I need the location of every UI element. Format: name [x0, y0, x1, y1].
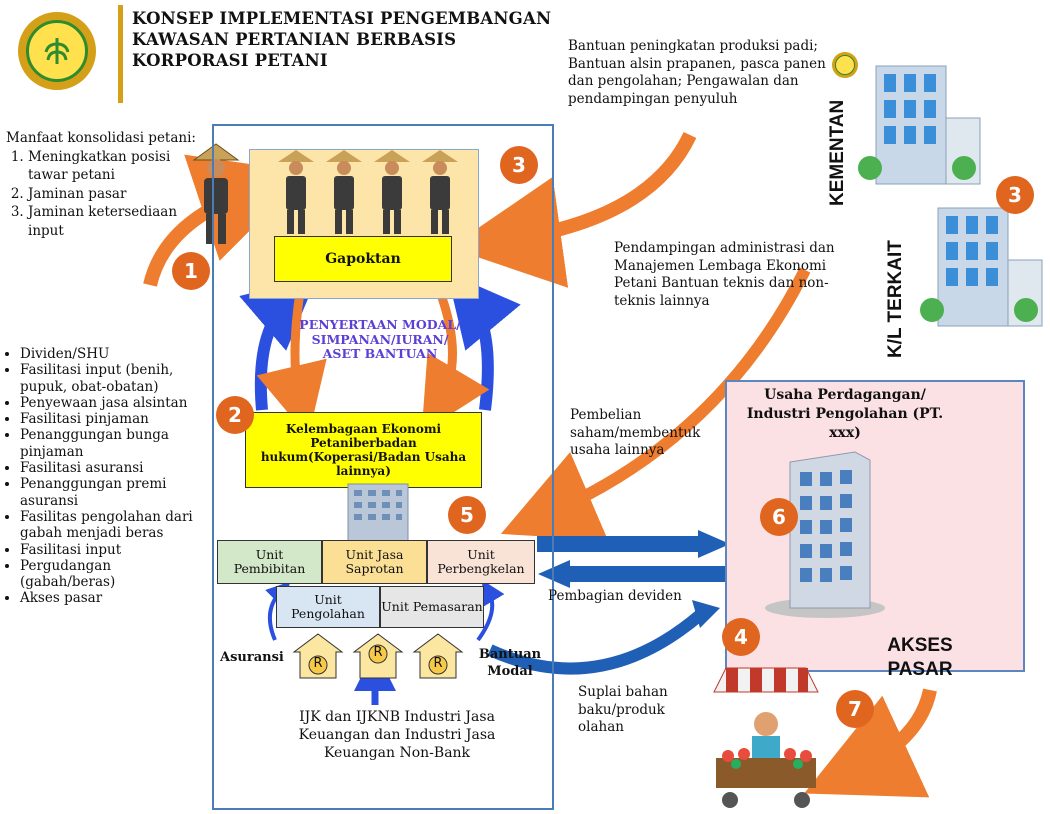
- asuransi-label: Asuransi: [220, 650, 284, 665]
- bantuan-modal-label: Bantuan Modal: [478, 647, 542, 679]
- kl-building-icon: [920, 207, 1043, 327]
- manfaat-heading: Manfaat konsolidasi petani:: [6, 130, 196, 146]
- step-badge-5: 5: [448, 496, 486, 534]
- lembaga-box: Kelembagaan Ekonomi Petaniberbadan hukum…: [245, 412, 482, 488]
- penyertaan-label: PENYERTAAN MODAL/ SIMPANAN/IURAN/ ASET B…: [299, 317, 461, 361]
- r-label: R: [313, 656, 323, 671]
- farmers-group-icon: [278, 150, 458, 234]
- building-icon: [347, 483, 409, 542]
- insurance-house-icon: R: [292, 632, 344, 680]
- capital-house-icon: R: [412, 632, 464, 680]
- benefit-item: Fasilitas pengolahan dari gabah menjadi …: [20, 509, 206, 542]
- benefit-item: Pergudangan (gabah/beras): [20, 558, 206, 591]
- benefit-item: Fasilitasi pinjaman: [20, 411, 206, 427]
- benefit-item: Penanggungan bunga pinjaman: [20, 427, 206, 460]
- manfaat-item: Jaminan ketersediaan input: [28, 203, 206, 240]
- r-label: R: [433, 656, 443, 671]
- arrow-suplai: [487, 610, 704, 675]
- kementan-label: KEMENTAN: [827, 99, 848, 206]
- manfaat-item: Jaminan pasar: [28, 185, 206, 204]
- title-bar: [118, 5, 123, 103]
- kementan-building-icon: [858, 65, 981, 185]
- benefit-item: Penanggungan premi asuransi: [20, 476, 206, 509]
- farmer-icon: [192, 143, 240, 244]
- arrow-left-down: [256, 291, 327, 438]
- arrow-kl-to-lembaga: [500, 267, 811, 541]
- benefits-list: Dividen/SHU Fasilitasi input (benih, pup…: [6, 346, 206, 607]
- small-logo-icon: [832, 52, 858, 78]
- suplai-text: Suplai bahan baku/produk olahan: [578, 684, 668, 735]
- benefit-item: Fasilitasi asuransi: [20, 460, 206, 476]
- unit-saprotan: Unit Jasa Saprotan: [322, 540, 427, 584]
- arrow-to-market: [804, 688, 937, 798]
- finance-house-icon: R: [352, 632, 404, 680]
- unit-pengolahan: Unit Pengolahan: [276, 586, 380, 628]
- manfaat-section: Manfaat konsolidasi petani: Meningkatkan…: [6, 129, 206, 240]
- akses-pasar-label: AKSES PASAR: [887, 635, 953, 680]
- pembagian-deviden-text: Pembagian deviden: [548, 588, 682, 604]
- step-badge-7: 7: [836, 690, 874, 728]
- step-badge-6: 6: [760, 498, 798, 536]
- arrow-kementan-to-gapoktan: [449, 131, 697, 288]
- manfaat-item: Meningkatkan posisi tawar petani: [28, 148, 206, 185]
- unit-pembibitan: Unit Pembibitan: [217, 540, 322, 584]
- arrow-right-down: [421, 290, 490, 433]
- kementan-logo: [18, 12, 96, 90]
- logo-leaf-icon: [26, 20, 88, 82]
- main-frame: [212, 124, 554, 810]
- pendampingan-text: Pendampingan administrasi dan Manajemen …: [614, 240, 835, 309]
- step-badge-4: 4: [722, 618, 760, 656]
- step-badge-3b: 3: [996, 176, 1034, 214]
- benefit-item: Penyewaan jasa alsintan: [20, 395, 206, 411]
- ijk-label: IJK dan IJKNB Industri Jasa Keuangan dan…: [298, 709, 496, 761]
- benefit-item: Akses pasar: [20, 590, 206, 606]
- step-badge-2: 2: [216, 396, 254, 434]
- step-badge-3: 3: [500, 146, 538, 184]
- gapoktan-box: Gapoktan: [274, 236, 452, 282]
- unit-pemasaran: Unit Pemasaran: [380, 586, 484, 628]
- r-label: R: [373, 645, 383, 660]
- benefit-item: Dividen/SHU: [20, 346, 206, 362]
- kl-terkait-label: K/L TERKAIT: [885, 240, 906, 358]
- page-title: KONSEP IMPLEMENTASI PENGEMBANGAN KAWASAN…: [132, 9, 552, 70]
- pt-building-icon: [765, 451, 885, 618]
- market-stall-icon: [713, 667, 819, 808]
- usaha-label: Usaha Perdagangan/ Industri Pengolahan (…: [746, 387, 944, 441]
- unit-perbengkelan: Unit Perbengkelan: [427, 540, 535, 584]
- benefit-item: Fasilitasi input (benih, pupuk, obat-oba…: [20, 362, 206, 395]
- benefit-item: Fasilitasi input: [20, 542, 206, 558]
- step-badge-1: 1: [172, 252, 210, 290]
- pembelian-text: Pembelian saham/membentuk usaha lainnya: [570, 407, 701, 458]
- bantuan-produksi-text: Bantuan peningkatan produksi padi; Bantu…: [568, 38, 826, 107]
- arrow-farmer-to-gapoktan: [143, 154, 309, 287]
